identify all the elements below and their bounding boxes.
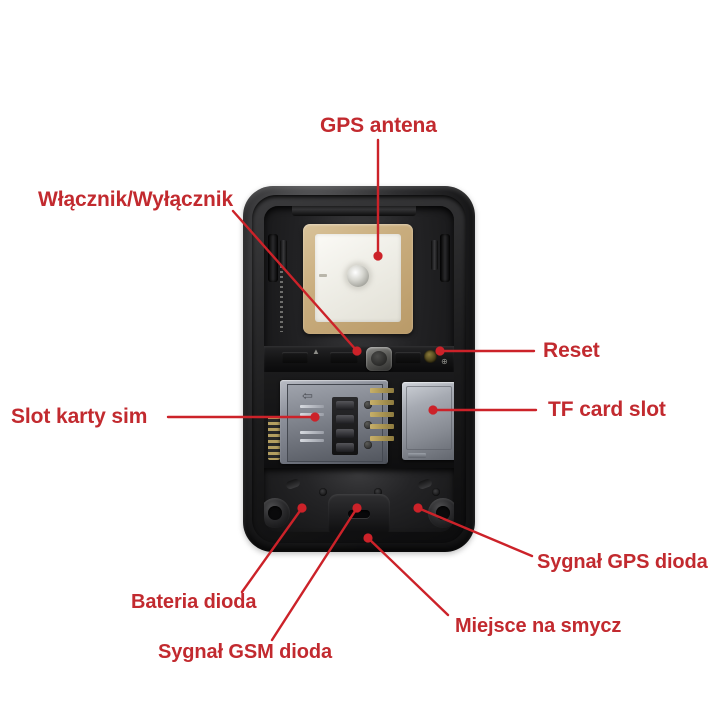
gps-antenna-face xyxy=(315,234,401,322)
lanyard-block xyxy=(328,494,390,532)
gps-antenna-patch xyxy=(303,224,413,334)
sim-gold-finger-contacts xyxy=(370,386,394,442)
left-bottom-notch xyxy=(285,477,301,491)
reset-hole[interactable] xyxy=(424,350,437,363)
callout-label-battery-led: Bateria dioda xyxy=(131,591,257,613)
sim-rib-2 xyxy=(300,413,324,416)
top-contact-strip xyxy=(292,206,416,216)
mid-bar-marking-right: ⊕ xyxy=(441,357,448,366)
battery-led-hole xyxy=(319,488,327,496)
sim-rib-4 xyxy=(300,439,324,442)
sim-card-socket[interactable]: ⇦ xyxy=(280,380,388,464)
contact-dot-column xyxy=(280,266,283,332)
callout-label-tf-card-slot: TF card slot xyxy=(548,398,666,421)
callout-label-gsm-led: Sygnał GSM dioda xyxy=(158,641,332,663)
device-battery-cavity: ▲ ⊕ ⇦ xyxy=(264,206,454,532)
sim-socket-inner: ⇦ xyxy=(287,384,383,462)
mid-bar-slot-b xyxy=(330,352,358,363)
callout-label-sim-slot: Slot karty sim xyxy=(11,405,148,428)
sim-pad-1 xyxy=(364,401,372,409)
callout-label-gps-antenna: GPS antena xyxy=(320,114,437,137)
sim-pad-2 xyxy=(364,421,372,429)
sim-contact-block xyxy=(332,397,358,455)
left-mounting-post xyxy=(264,498,290,528)
sim-pad-3 xyxy=(364,441,372,449)
gps-tracker-device: ▲ ⊕ ⇦ xyxy=(243,186,475,552)
callout-label-power-switch: Włącznik/Wyłącznik xyxy=(38,188,234,211)
power-switch-button[interactable] xyxy=(366,347,392,371)
right-shell-clip xyxy=(440,234,450,282)
card-socket-area: ⇦ xyxy=(264,372,454,468)
sim-socket-side-contacts xyxy=(268,416,280,460)
gps-antenna-feed-point xyxy=(347,265,369,288)
sim-rib-1 xyxy=(300,405,324,408)
callout-label-reset: Reset xyxy=(543,339,600,362)
callout-label-gps-led: Sygnał GPS dioda xyxy=(537,551,708,573)
sim-direction-arrow-icon: ⇦ xyxy=(302,388,313,403)
left-shell-clip xyxy=(268,234,278,282)
sim-rib-3 xyxy=(300,431,324,434)
tf-card-socket[interactable] xyxy=(402,382,454,460)
gps-antenna-notch xyxy=(319,274,327,277)
lanyard-hole xyxy=(348,510,370,518)
mid-bar-slot-a xyxy=(282,352,308,363)
mid-bar-slot-c xyxy=(395,352,421,363)
mid-bar-marking-left: ▲ xyxy=(312,347,320,356)
gsm-led-hole xyxy=(374,488,382,496)
tf-socket-tab xyxy=(408,453,426,458)
right-bottom-notch xyxy=(417,477,433,491)
right-inner-clip xyxy=(431,240,438,270)
callout-label-lanyard: Miejsce na smycz xyxy=(455,615,622,637)
right-mounting-post xyxy=(428,498,454,528)
gps-led-hole xyxy=(432,488,440,496)
bottom-pocket xyxy=(264,468,454,532)
